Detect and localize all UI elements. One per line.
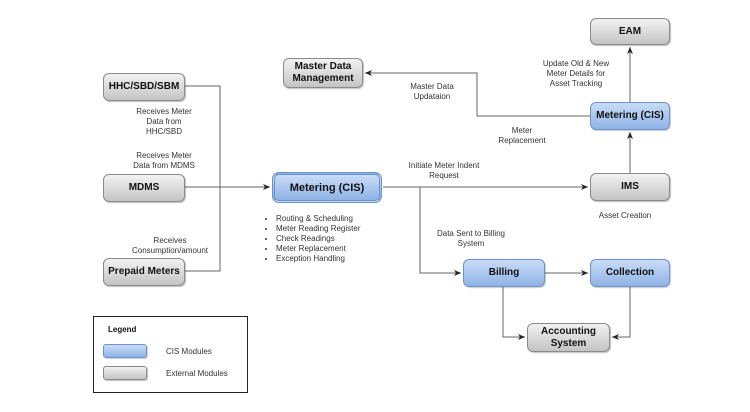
node-hhc-sbd-sbm[interactable]: HHC/SBD/SBM [103, 73, 185, 101]
node-ims[interactable]: IMS [590, 173, 670, 201]
hhc-connector [185, 85, 221, 272]
label-line: Data from MDMS [133, 161, 195, 170]
label-asset-creation: Asset Creation [598, 211, 652, 220]
function-item: Routing & Scheduling [276, 214, 360, 224]
node-master-data-management[interactable]: Master Data Management [283, 58, 363, 88]
node-billing[interactable]: Billing [463, 259, 545, 287]
node-collection[interactable]: Collection [590, 259, 670, 287]
label-prepaid-receive: Receives Consumption/amount [120, 236, 220, 256]
node-prepaid-meters[interactable]: Prepaid Meters [103, 258, 185, 286]
function-item: Meter Reading Register [276, 224, 360, 234]
legend-title: Legend [108, 325, 137, 334]
node-metering-cis-top[interactable]: Metering (CIS) [590, 102, 670, 130]
metering-to-billing [419, 187, 461, 276]
function-item: Exception Handling [276, 254, 360, 264]
label-billing-data: Data Sent to Billing System [426, 229, 516, 249]
node-accounting-system[interactable]: Accounting System [527, 323, 610, 352]
node-metering-cis-main[interactable]: Metering (CIS) [272, 172, 382, 203]
label-line: Updataion [413, 92, 451, 101]
node-mdms[interactable]: MDMS [103, 174, 185, 202]
label-indent-request: Initiate Meter Indent Request [398, 161, 490, 181]
label-line: System [457, 239, 485, 248]
label-eam-update: Update Old & New Meter Details for Asset… [532, 59, 620, 89]
label-line: Meter Details for [546, 69, 606, 78]
label-line: Master Data [410, 82, 454, 91]
label-line: Update Old & New [542, 59, 610, 68]
label-mdms-receive: Receives Meter Data from MDMS [124, 151, 204, 171]
billing-to-accounting [502, 287, 525, 340]
label-master-data-update: Master Data Updataion [397, 82, 467, 102]
label-line: Consumption/amount [131, 246, 209, 255]
label-line: Meter [511, 126, 533, 135]
function-item: Meter Replacement [276, 244, 360, 254]
metering-function-list: Routing & Scheduling Meter Reading Regis… [262, 214, 360, 264]
legend-label-cis: CIS Modules [166, 347, 212, 356]
legend-swatch-cis [103, 344, 147, 358]
legend: Legend CIS Modules External Modules [93, 316, 248, 393]
label-hhc-receive: Receives Meter Data from HHC/SBD [128, 107, 200, 137]
collection-to-accounting [612, 287, 631, 340]
label-meter-replacement: Meter Replacement [487, 126, 557, 146]
node-eam[interactable]: EAM [590, 18, 670, 45]
legend-swatch-external [103, 366, 147, 380]
function-item: Check Readings [276, 234, 360, 244]
label-line: Data from [146, 117, 182, 126]
label-line: HHC/SBD [145, 127, 182, 136]
label-line: Asset Tracking [549, 79, 603, 88]
label-line: Initiate Meter Indent [408, 161, 480, 170]
label-line: Receives Meter [136, 107, 192, 116]
metering-to-master-data [365, 70, 590, 117]
label-line: Receives [153, 236, 187, 245]
label-line: Data Sent to Billing [436, 229, 506, 238]
label-line: Replacement [498, 136, 546, 145]
legend-label-external: External Modules [166, 369, 228, 378]
label-line: Receives Meter [136, 151, 192, 160]
label-line: Request [429, 171, 459, 180]
